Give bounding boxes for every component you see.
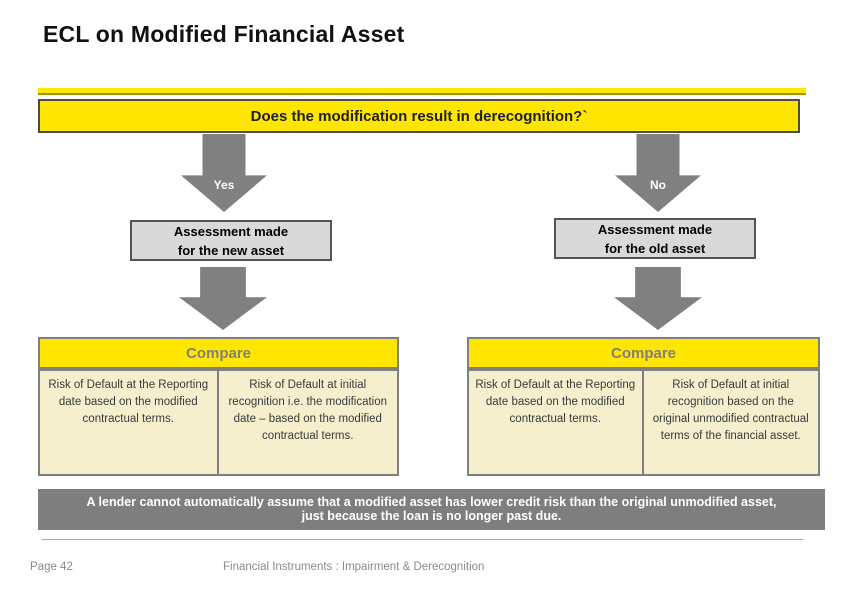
assessment-new-line2: for the new asset — [177, 242, 285, 258]
yes-arrow-icon: Yes — [181, 134, 267, 212]
note-line1: A lender cannot automatically assume tha… — [86, 495, 777, 509]
criteria-row-left: Risk of Default at the Reporting date ba… — [38, 369, 399, 476]
no-arrow-icon: No — [615, 134, 701, 212]
compare-banner-left: Compare — [38, 337, 399, 369]
criteria-text: Risk of Default at initial recognition b… — [652, 379, 809, 442]
no-label: No — [650, 177, 666, 192]
criteria-row-right: Risk of Default at the Reporting date ba… — [467, 369, 820, 476]
criteria-box-reporting-date-old: Risk of Default at the Reporting date ba… — [469, 371, 644, 474]
down-arrow-right-icon — [614, 267, 702, 330]
page-number: Page 42 — [30, 561, 73, 573]
question-text: Does the modification result in derecogn… — [250, 107, 588, 125]
compare-left-label: Compare — [185, 344, 252, 362]
note-line2: just because the loan is no longer past … — [301, 509, 562, 523]
compare-right-label: Compare — [610, 344, 677, 362]
assessment-old-line1: Assessment made — [597, 221, 713, 237]
compare-banner-right: Compare — [467, 337, 820, 369]
footer-subject: Financial Instruments : Impairment & Der… — [223, 561, 485, 573]
criteria-box-reporting-date-new: Risk of Default at the Reporting date ba… — [40, 371, 219, 474]
assessment-old-line2: for the old asset — [604, 240, 706, 256]
criteria-text: Risk of Default at the Reporting date ba… — [48, 379, 209, 425]
assessment-new-line1: Assessment made — [173, 223, 289, 239]
yes-label: Yes — [213, 177, 235, 192]
footer-divider — [42, 539, 803, 540]
criteria-text: Risk of Default at the Reporting date ba… — [475, 379, 636, 425]
question-banner: Does the modification result in derecogn… — [38, 99, 800, 133]
assessment-old-asset-box: Assessment made for the old asset — [554, 218, 756, 259]
criteria-box-initial-recognition-new: Risk of Default at initial recognition i… — [219, 371, 398, 474]
page-title: ECL on Modified Financial Asset — [43, 21, 405, 47]
criteria-box-initial-recognition-old: Risk of Default at initial recognition b… — [644, 371, 819, 474]
yellow-divider — [38, 88, 806, 95]
criteria-text: Risk of Default at initial recognition i… — [228, 379, 388, 442]
assessment-new-asset-box: Assessment made for the new asset — [130, 220, 332, 261]
down-arrow-left-icon — [179, 267, 267, 330]
note-banner: A lender cannot automatically assume tha… — [38, 489, 825, 530]
